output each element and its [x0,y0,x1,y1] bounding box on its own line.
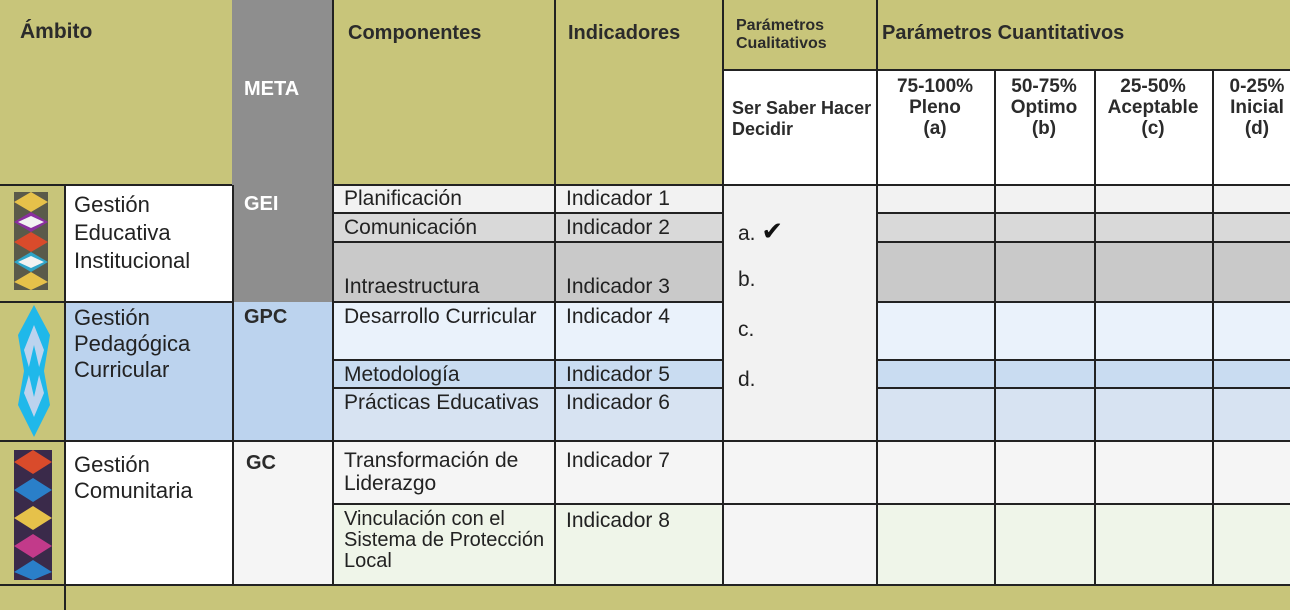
ambito-gpc-cell [66,302,332,441]
componente-6: Prácticas Educativas [344,391,539,414]
quant-row-2 [876,213,1290,242]
ser-saber-header: Ser Saber Hacer Decidir [732,98,872,139]
quant-row-6 [876,388,1290,441]
qualitative-cell [722,185,876,441]
componente-3: Intraestructura [344,275,480,298]
vline-level-c [1212,70,1214,585]
row-2 [332,213,722,242]
vline-componentes [554,0,556,585]
row-4 [332,302,722,360]
indicadores-header-cell: Indicadores [554,0,722,185]
indicador-1: Indicador 1 [566,187,670,210]
quant-row-1 [876,185,1290,213]
componente-5: Metodología [344,363,460,386]
vline-icon-col [64,185,66,610]
ambito-gc-cell [66,441,232,585]
vline-cualitativos [876,0,878,585]
indicador-4: Indicador 4 [566,305,670,328]
row-5 [332,360,722,388]
level-d-header: 0-25%Inicial(d) [1229,76,1285,139]
indicador-8: Indicador 8 [566,509,670,532]
meta-column: META [232,0,332,305]
ambito-gc: Gestión Comunitaria [74,452,193,503]
qualitative-a: a. ✔ [738,216,784,246]
componente-8: Vinculación con el Sistema de Protección… [344,508,545,572]
meta-gei: GEI [244,193,279,215]
vline-level-a [994,70,996,585]
cualitativos-header-cell: Parámetros Cualitativos [722,0,876,70]
level-c-header: 25-50%Aceptable(c) [1107,76,1199,139]
hline-sec3 [0,440,1290,442]
ambito-gei-cell: Gestión Educativa Institucional [66,185,232,302]
componentes-header: Componentes [348,22,482,44]
textile-pattern-3-icon [14,450,52,580]
meta-gpc: GPC [244,306,288,328]
cuantitativos-header: Parámetros Cuantitativos [882,22,1125,44]
hline-sec2-mid [332,301,722,303]
textile-pattern-1-icon [14,192,48,290]
indicador-3: Indicador 3 [566,275,670,298]
footer-strip [0,585,1290,610]
quant-row-4 [876,302,1290,360]
cuantitativos-header-cell: Parámetros Cuantitativos [876,0,1290,70]
hline-header-right [332,184,1290,186]
row-6 [332,388,722,441]
vline-level-b [1094,70,1096,585]
ambito-header: Ámbito [20,20,93,43]
indicador-5: Indicador 5 [566,363,670,386]
vline-meta [332,0,334,585]
qualitative-c: c. [738,318,755,341]
ambito-gei: Gestión Educativa Institucional [74,192,191,273]
checkmark-icon: ✔ [761,216,784,246]
componentes-header-cell: Componentes [332,0,554,185]
indicador-6: Indicador 6 [566,391,670,414]
componente-1: Planificación [344,187,462,210]
quant-row-3 [876,242,1290,302]
row-3 [332,242,722,302]
hline-bottom [0,584,1290,586]
qualitative-d: d. [738,368,756,391]
hline-subheader [722,69,1290,71]
indicadores-header: Indicadores [568,22,681,44]
qualitative-cell-gc [722,441,876,585]
meta-gc-cell [232,441,332,585]
row-1 [332,185,722,213]
subheader-white [722,70,1290,185]
hline-header-left [0,184,232,186]
hline-sec2-right [876,301,1290,303]
hline-sec2-left [0,301,232,303]
ambito-header-cell: Ámbito [0,0,232,185]
indicador-2: Indicador 2 [566,216,670,239]
componente-7: Transformación de Liderazgo [344,449,519,495]
vline-indicadores [722,0,724,585]
textile-pattern-2-icon [18,305,50,437]
componente-2: Comunicación [344,216,478,239]
componente-4: Desarrollo Curricular [344,305,537,328]
cualitativos-header: Parámetros Cualitativos [736,17,827,52]
quant-row-5 [876,360,1290,388]
level-a-header: 75-100%Pleno(a) [896,76,974,139]
ambito-gpc: Gestión Pedagógica Curricular [74,305,191,382]
meta-gc: GC [246,452,276,474]
qualitative-b: b. [738,268,756,291]
meta-header: META [244,78,300,100]
vline-ambito [232,185,234,585]
level-b-header: 50-75%Optimo(b) [1010,76,1078,139]
indicador-7: Indicador 7 [566,449,670,472]
